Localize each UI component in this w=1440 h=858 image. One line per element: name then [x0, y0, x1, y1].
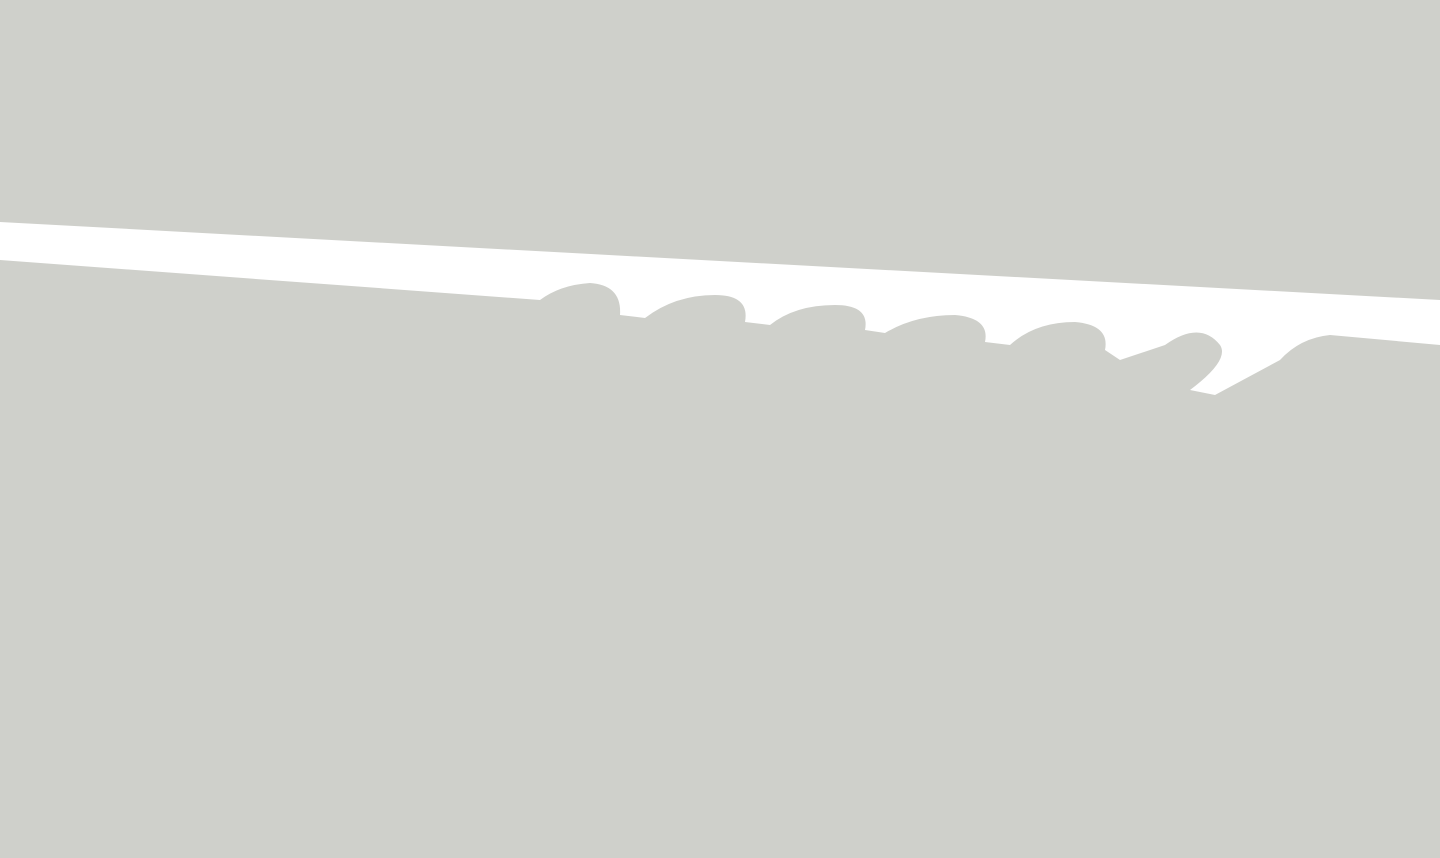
access-road — [0, 222, 1440, 395]
